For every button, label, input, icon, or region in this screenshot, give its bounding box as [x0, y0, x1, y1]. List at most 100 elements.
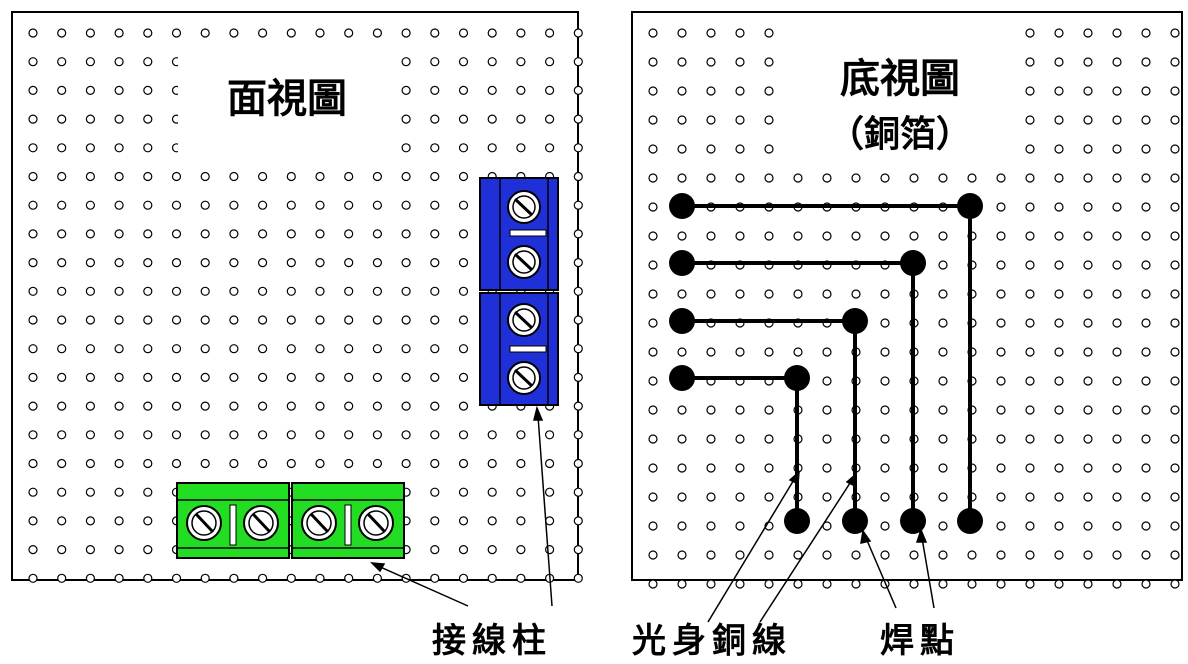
- board-hole: [286, 229, 296, 239]
- board-hole: [458, 516, 469, 526]
- board-hole: [996, 289, 1006, 299]
- board-hole: [1112, 144, 1122, 154]
- board-hole: [28, 200, 38, 210]
- board-hole: [200, 229, 210, 239]
- board-hole: [57, 85, 67, 96]
- board-hole: [822, 231, 832, 241]
- board-hole: [258, 458, 268, 469]
- board-hole: [171, 401, 182, 411]
- board-hole: [258, 229, 268, 239]
- board-hole: [938, 289, 948, 299]
- board-hole: [229, 200, 239, 210]
- board-hole: [516, 143, 526, 153]
- board-hole: [573, 573, 583, 583]
- board-hole: [938, 376, 948, 386]
- board-hole: [315, 573, 325, 583]
- board-hole: [114, 516, 124, 526]
- wire-leader-line: [707, 477, 796, 623]
- board-hole: [28, 57, 38, 67]
- board-hole: [286, 573, 296, 583]
- board-hole: [996, 463, 1006, 473]
- board-hole: [1170, 260, 1180, 270]
- board-hole: [200, 458, 210, 469]
- board-hole: [487, 28, 497, 38]
- board-hole: [793, 173, 803, 183]
- board-hole: [1170, 173, 1180, 183]
- board-hole: [706, 405, 716, 415]
- board-hole: [1025, 57, 1035, 67]
- board-hole: [677, 231, 687, 241]
- board-hole: [1141, 521, 1151, 531]
- board-hole: [344, 401, 354, 411]
- board-hole: [430, 200, 440, 210]
- board-hole: [677, 492, 687, 502]
- board-hole: [677, 347, 687, 357]
- solder-point: [957, 508, 983, 534]
- board-hole: [57, 544, 67, 555]
- board-hole: [735, 57, 745, 67]
- green-terminal-block-right: [291, 482, 405, 559]
- board-hole: [851, 289, 861, 299]
- board-hole: [57, 573, 67, 583]
- board-hole: [28, 544, 38, 555]
- board-hole: [706, 289, 716, 299]
- front-view-board: 面視圖: [11, 11, 583, 583]
- board-hole: [372, 344, 382, 354]
- board-hole: [1083, 521, 1093, 531]
- board-hole: [85, 114, 96, 124]
- board-hole: [258, 286, 268, 296]
- board-hole: [1141, 260, 1151, 270]
- board-hole: [315, 401, 325, 411]
- terminal-leader-line: [377, 565, 469, 607]
- board-hole: [764, 231, 774, 241]
- board-hole: [430, 544, 440, 555]
- board-hole: [648, 260, 658, 270]
- board-hole: [1112, 550, 1122, 560]
- board-hole: [315, 344, 325, 354]
- board-hole: [1141, 434, 1151, 444]
- board-hole: [258, 430, 268, 440]
- board-hole: [706, 86, 716, 96]
- board-hole: [648, 86, 658, 96]
- board-hole: [938, 434, 948, 444]
- board-hole: [1112, 579, 1122, 589]
- board-hole: [143, 315, 153, 325]
- board-hole: [401, 57, 411, 67]
- board-hole: [28, 487, 38, 497]
- board-hole: [735, 550, 745, 560]
- board-hole: [229, 430, 239, 440]
- board-hole: [516, 57, 526, 67]
- solder-point: [900, 250, 926, 276]
- board-hole: [143, 458, 153, 469]
- board-hole: [1083, 173, 1093, 183]
- board-hole: [28, 344, 38, 354]
- board-hole: [1112, 28, 1122, 38]
- board-hole: [344, 286, 354, 296]
- board-hole: [996, 347, 1006, 357]
- board-hole: [171, 573, 182, 583]
- wire-leader-line: [759, 479, 853, 623]
- board-hole: [458, 57, 469, 67]
- board-hole: [706, 579, 716, 589]
- board-hole: [1025, 28, 1035, 38]
- board-hole: [573, 200, 583, 210]
- board-hole: [458, 344, 469, 354]
- board-hole: [996, 202, 1006, 212]
- board-hole: [315, 258, 325, 268]
- board-hole: [1054, 231, 1064, 241]
- board-hole: [648, 28, 658, 38]
- board-hole: [200, 258, 210, 268]
- board-hole: [114, 487, 124, 497]
- board-hole: [764, 86, 774, 96]
- board-hole: [286, 171, 296, 182]
- board-hole: [458, 286, 469, 296]
- board-hole: [516, 516, 526, 526]
- board-hole: [648, 144, 658, 154]
- board-hole: [1170, 405, 1180, 415]
- board-hole: [487, 573, 497, 583]
- board-hole: [114, 85, 124, 96]
- board-hole: [401, 258, 411, 268]
- board-hole: [401, 114, 411, 124]
- board-hole: [114, 200, 124, 210]
